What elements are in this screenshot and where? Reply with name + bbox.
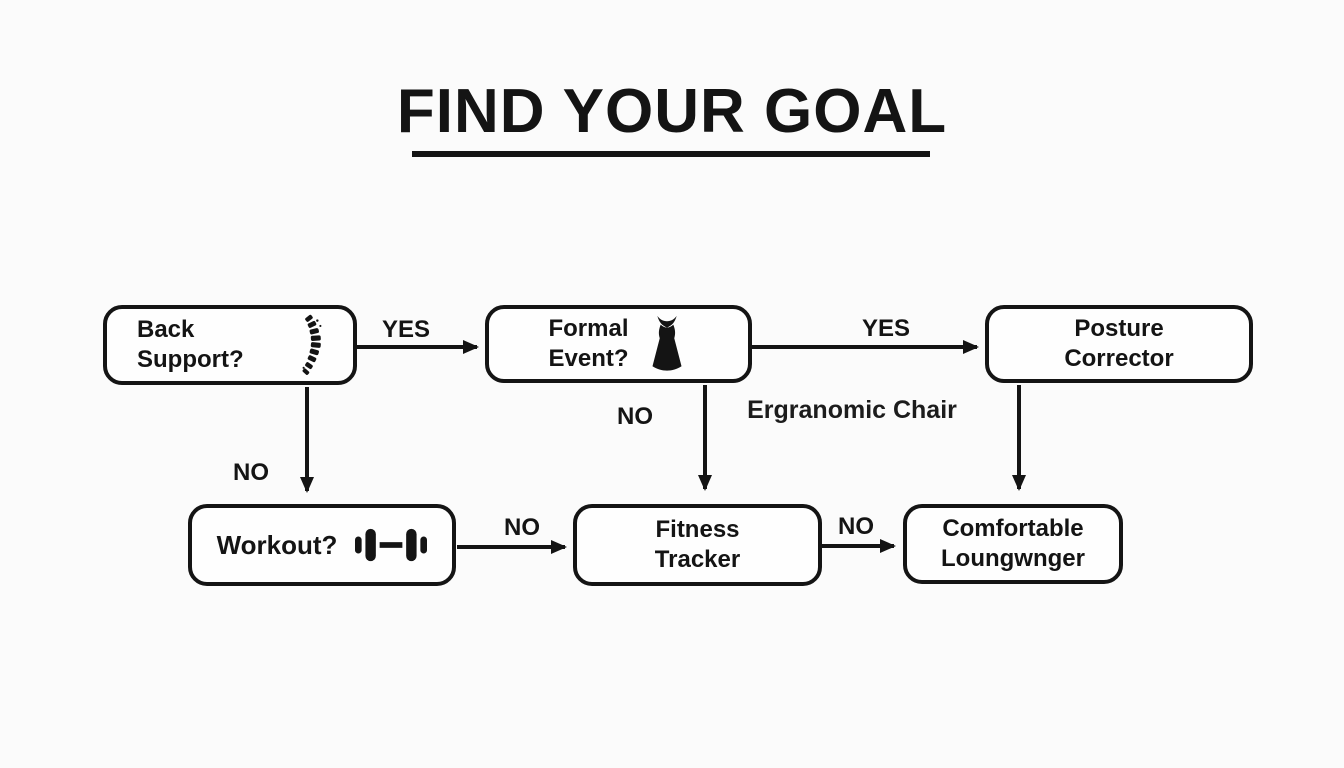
edge-label-yes-formal-to-posture: YES bbox=[861, 315, 911, 342]
node-label: Workout? bbox=[216, 529, 338, 560]
edge-label-no-workout-to-fitness: NO bbox=[504, 514, 540, 541]
node-posture-corrector: Posture Corrector bbox=[985, 305, 1253, 383]
node-label: Tracker bbox=[654, 546, 741, 573]
node-formal-event: Formal Event? bbox=[485, 305, 752, 383]
node-comfortable-loungewear: Comfortable Loungwnger bbox=[903, 504, 1123, 584]
edge-label-yes-back-to-formal: YES bbox=[381, 316, 431, 343]
edge-label-no-fitness-to-comfortable: NO bbox=[838, 513, 874, 540]
edge-label-no-formal-to-fitness: NO bbox=[617, 403, 653, 430]
node-label: Fitness bbox=[655, 515, 740, 543]
dress-icon bbox=[651, 315, 682, 371]
page-title: FIND YOUR GOAL bbox=[396, 77, 948, 146]
edge-label-no-back-to-workout: NO bbox=[233, 459, 269, 486]
node-label: Corrector bbox=[1064, 345, 1174, 372]
dumbbell-icon bbox=[355, 528, 428, 562]
node-label: Posture bbox=[1074, 314, 1164, 342]
node-fitness-tracker: Fitness Tracker bbox=[573, 504, 822, 586]
node-label: Back bbox=[137, 315, 195, 343]
node-label: Formal bbox=[548, 314, 629, 342]
spine-icon bbox=[302, 314, 322, 375]
node-label: Comfortable bbox=[942, 514, 1084, 542]
title-underline bbox=[412, 151, 930, 157]
node-label: Loungwnger bbox=[941, 545, 1085, 572]
node-back-support: Back Support? bbox=[103, 305, 357, 385]
node-workout: Workout? bbox=[188, 504, 456, 586]
node-label: Support? bbox=[137, 346, 244, 373]
annotation-ergonomic-chair: Ergranomic Chair bbox=[747, 396, 957, 424]
node-label: Event? bbox=[548, 345, 629, 372]
